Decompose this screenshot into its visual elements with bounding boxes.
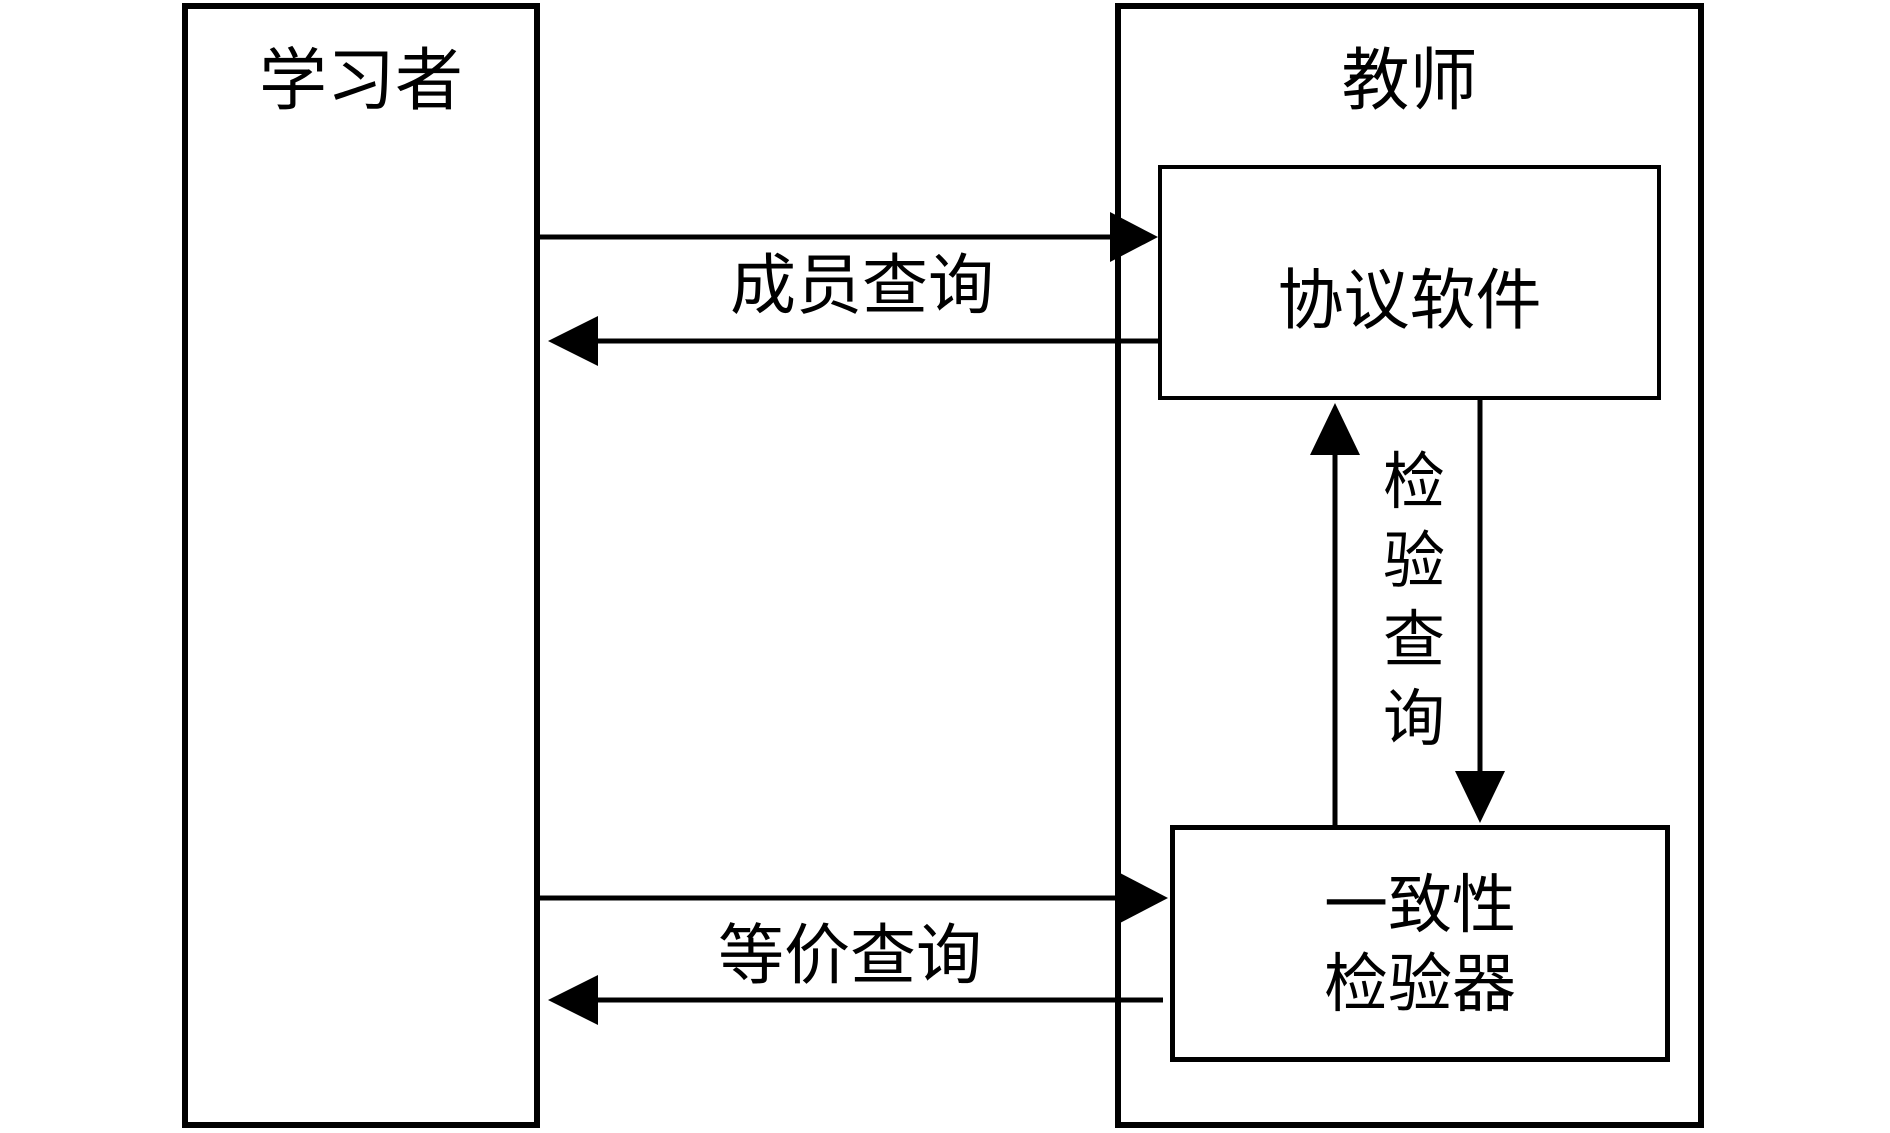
consistency-checker-label: 一致性 检验器: [1175, 866, 1665, 1024]
learner-box: 学习者: [182, 3, 540, 1128]
protocol-software-box: 协议软件: [1158, 165, 1661, 400]
learner-box-title: 学习者: [258, 43, 463, 119]
equivalence-query-label: 等价查询: [718, 920, 982, 993]
check-query-label: 检验查询: [1383, 449, 1446, 754]
equivalence-query-arrow: [537, 873, 1168, 923]
consistency-checker-label-line1: 一致性: [1324, 870, 1516, 941]
membership-query-label: 成员查询: [730, 250, 994, 323]
membership-response-arrow: [548, 316, 1158, 366]
teacher-box-title: 教师: [1341, 43, 1478, 119]
protocol-software-label: 协议软件: [1277, 265, 1542, 338]
consistency-checker-label-line2: 检验器: [1324, 949, 1516, 1020]
consistency-checker-box: 一致性 检验器: [1170, 825, 1670, 1062]
